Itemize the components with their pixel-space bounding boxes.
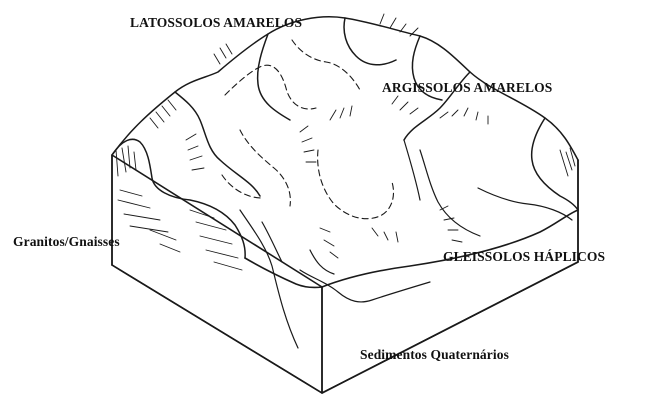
soil-boundaries: [222, 40, 394, 219]
label-granitos-gnaisses: Granitos/Gnaisses: [13, 234, 120, 250]
label-sedimentos-quaternarios: Sedimentos Quaternários: [360, 347, 509, 363]
label-argissolos-amarelos: ARGISSOLOS AMARELOS: [382, 80, 552, 96]
label-latossolos-amarelos: LATOSSOLOS AMARELOS: [130, 15, 302, 31]
label-gleissolos-haplicos: GLEISSOLOS HÁPLICOS: [443, 249, 605, 265]
